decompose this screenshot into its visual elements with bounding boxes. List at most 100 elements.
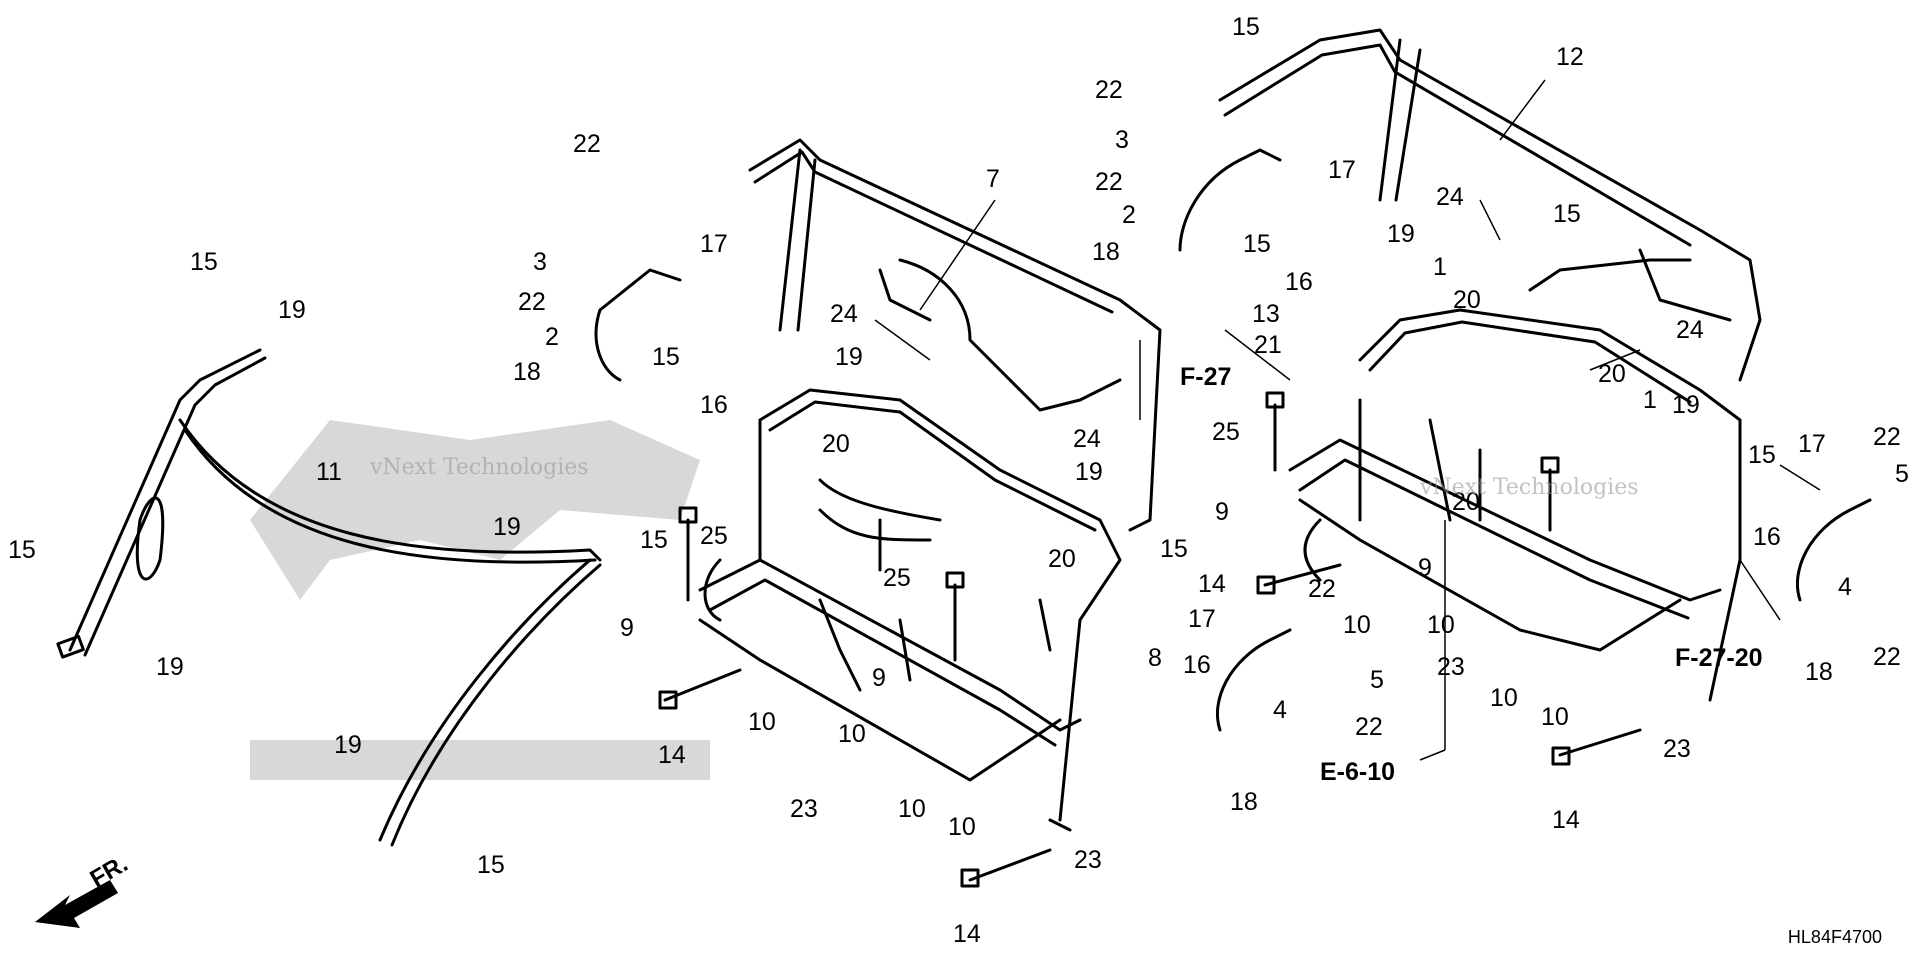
front-direction-arrow	[35, 880, 118, 928]
drawing-code: HL84F4700	[1787, 927, 1882, 947]
label-24: 24	[830, 300, 858, 328]
rear-frame-12	[1218, 28, 1762, 382]
label-10: 10	[898, 795, 926, 823]
honda-watermark	[250, 420, 710, 780]
reference-e6-10[interactable]: E-6-10	[1320, 758, 1396, 786]
label-9: 9	[872, 664, 886, 692]
label-7: 7	[986, 165, 1000, 193]
label-10: 10	[1343, 611, 1371, 639]
label-16: 16	[1285, 268, 1313, 296]
floor-frame-8	[698, 388, 1122, 832]
label-16: 16	[1183, 651, 1211, 679]
bolt-25-b	[945, 571, 965, 662]
label-13: 13	[1252, 300, 1280, 328]
label-1: 1	[1643, 386, 1657, 414]
label-22: 22	[1308, 575, 1336, 603]
label-15: 15	[1748, 441, 1776, 469]
bolt-14-right	[1551, 728, 1642, 766]
bolt-14-mid	[1256, 563, 1342, 595]
label-23: 23	[790, 795, 818, 823]
label-2: 2	[1122, 201, 1136, 229]
label-20: 20	[1452, 488, 1480, 516]
label-10: 10	[1490, 684, 1518, 712]
label-14: 14	[658, 741, 686, 769]
front-frame-11	[56, 348, 602, 847]
label-15: 15	[8, 536, 36, 564]
label-14: 14	[953, 920, 981, 948]
label-9: 9	[1215, 498, 1229, 526]
label-5: 5	[1895, 460, 1909, 488]
label-18: 18	[1230, 788, 1258, 816]
label-21: 21	[1254, 331, 1282, 359]
label-24: 24	[1073, 425, 1101, 453]
label-4: 4	[1838, 573, 1852, 601]
label-15: 15	[190, 248, 218, 276]
label-19: 19	[835, 343, 863, 371]
label-19: 19	[278, 296, 306, 324]
label-18: 18	[513, 358, 541, 386]
label-4: 4	[1273, 696, 1287, 724]
label-22: 22	[573, 130, 601, 158]
label-22: 22	[1095, 76, 1123, 104]
label-20: 20	[1453, 286, 1481, 314]
label-15: 15	[1553, 200, 1581, 228]
label-19: 19	[334, 731, 362, 759]
label-8: 8	[1148, 644, 1162, 672]
label-19: 19	[156, 653, 184, 681]
bolt-25-c	[1265, 391, 1285, 472]
label-22: 22	[518, 288, 546, 316]
label-19: 19	[493, 513, 521, 541]
label-22: 22	[1873, 423, 1901, 451]
reference-f27[interactable]: F-27	[1180, 363, 1232, 391]
bracket-4-right	[1795, 498, 1872, 602]
label-17: 17	[1328, 156, 1356, 184]
label-19: 19	[1672, 391, 1700, 419]
reference-f27-20[interactable]: F-27-20	[1675, 644, 1763, 672]
bracket-2-left	[594, 268, 682, 382]
label-24: 24	[1676, 316, 1704, 344]
label-10: 10	[748, 708, 776, 736]
label-14: 14	[1552, 806, 1580, 834]
label-18: 18	[1092, 238, 1120, 266]
label-20: 20	[822, 430, 850, 458]
label-17: 17	[700, 230, 728, 258]
label-3: 3	[1115, 126, 1129, 154]
label-25: 25	[700, 522, 728, 550]
label-3: 3	[533, 248, 547, 276]
label-23: 23	[1074, 846, 1102, 874]
label-14: 14	[1198, 570, 1226, 598]
label-15: 15	[1232, 13, 1260, 41]
label-15: 15	[1243, 230, 1271, 258]
floor-frame-right	[1288, 308, 1742, 702]
label-22: 22	[1095, 168, 1123, 196]
label-20: 20	[1048, 545, 1076, 573]
label-22: 22	[1355, 713, 1383, 741]
label-19: 19	[1075, 458, 1103, 486]
label-22: 22	[1873, 643, 1901, 671]
label-2: 2	[545, 323, 559, 351]
rear-frame-7	[748, 138, 1162, 532]
label-23: 23	[1663, 735, 1691, 763]
bolt-14-left	[658, 668, 742, 710]
bolt-14-center	[960, 848, 1052, 888]
label-1: 1	[1433, 253, 1447, 281]
label-10: 10	[948, 813, 976, 841]
bracket-4-left	[1215, 628, 1292, 732]
watermark-text-left: vNext Technologies	[370, 455, 589, 480]
label-15: 15	[640, 526, 668, 554]
label-5: 5	[1370, 666, 1384, 694]
label-20: 20	[1598, 360, 1626, 388]
label-24: 24	[1436, 183, 1464, 211]
label-10: 10	[1541, 703, 1569, 731]
bolt-25-d	[1540, 456, 1560, 532]
bracket-2-right	[1178, 148, 1282, 252]
label-17: 17	[1188, 605, 1216, 633]
label-16: 16	[700, 391, 728, 419]
label-12: 12	[1556, 43, 1584, 71]
label-19: 19	[1387, 220, 1415, 248]
label-25: 25	[883, 564, 911, 592]
label-23: 23	[1437, 653, 1465, 681]
watermark-text-right: vNext Technologies	[1420, 475, 1639, 500]
label-11: 11	[316, 458, 342, 486]
